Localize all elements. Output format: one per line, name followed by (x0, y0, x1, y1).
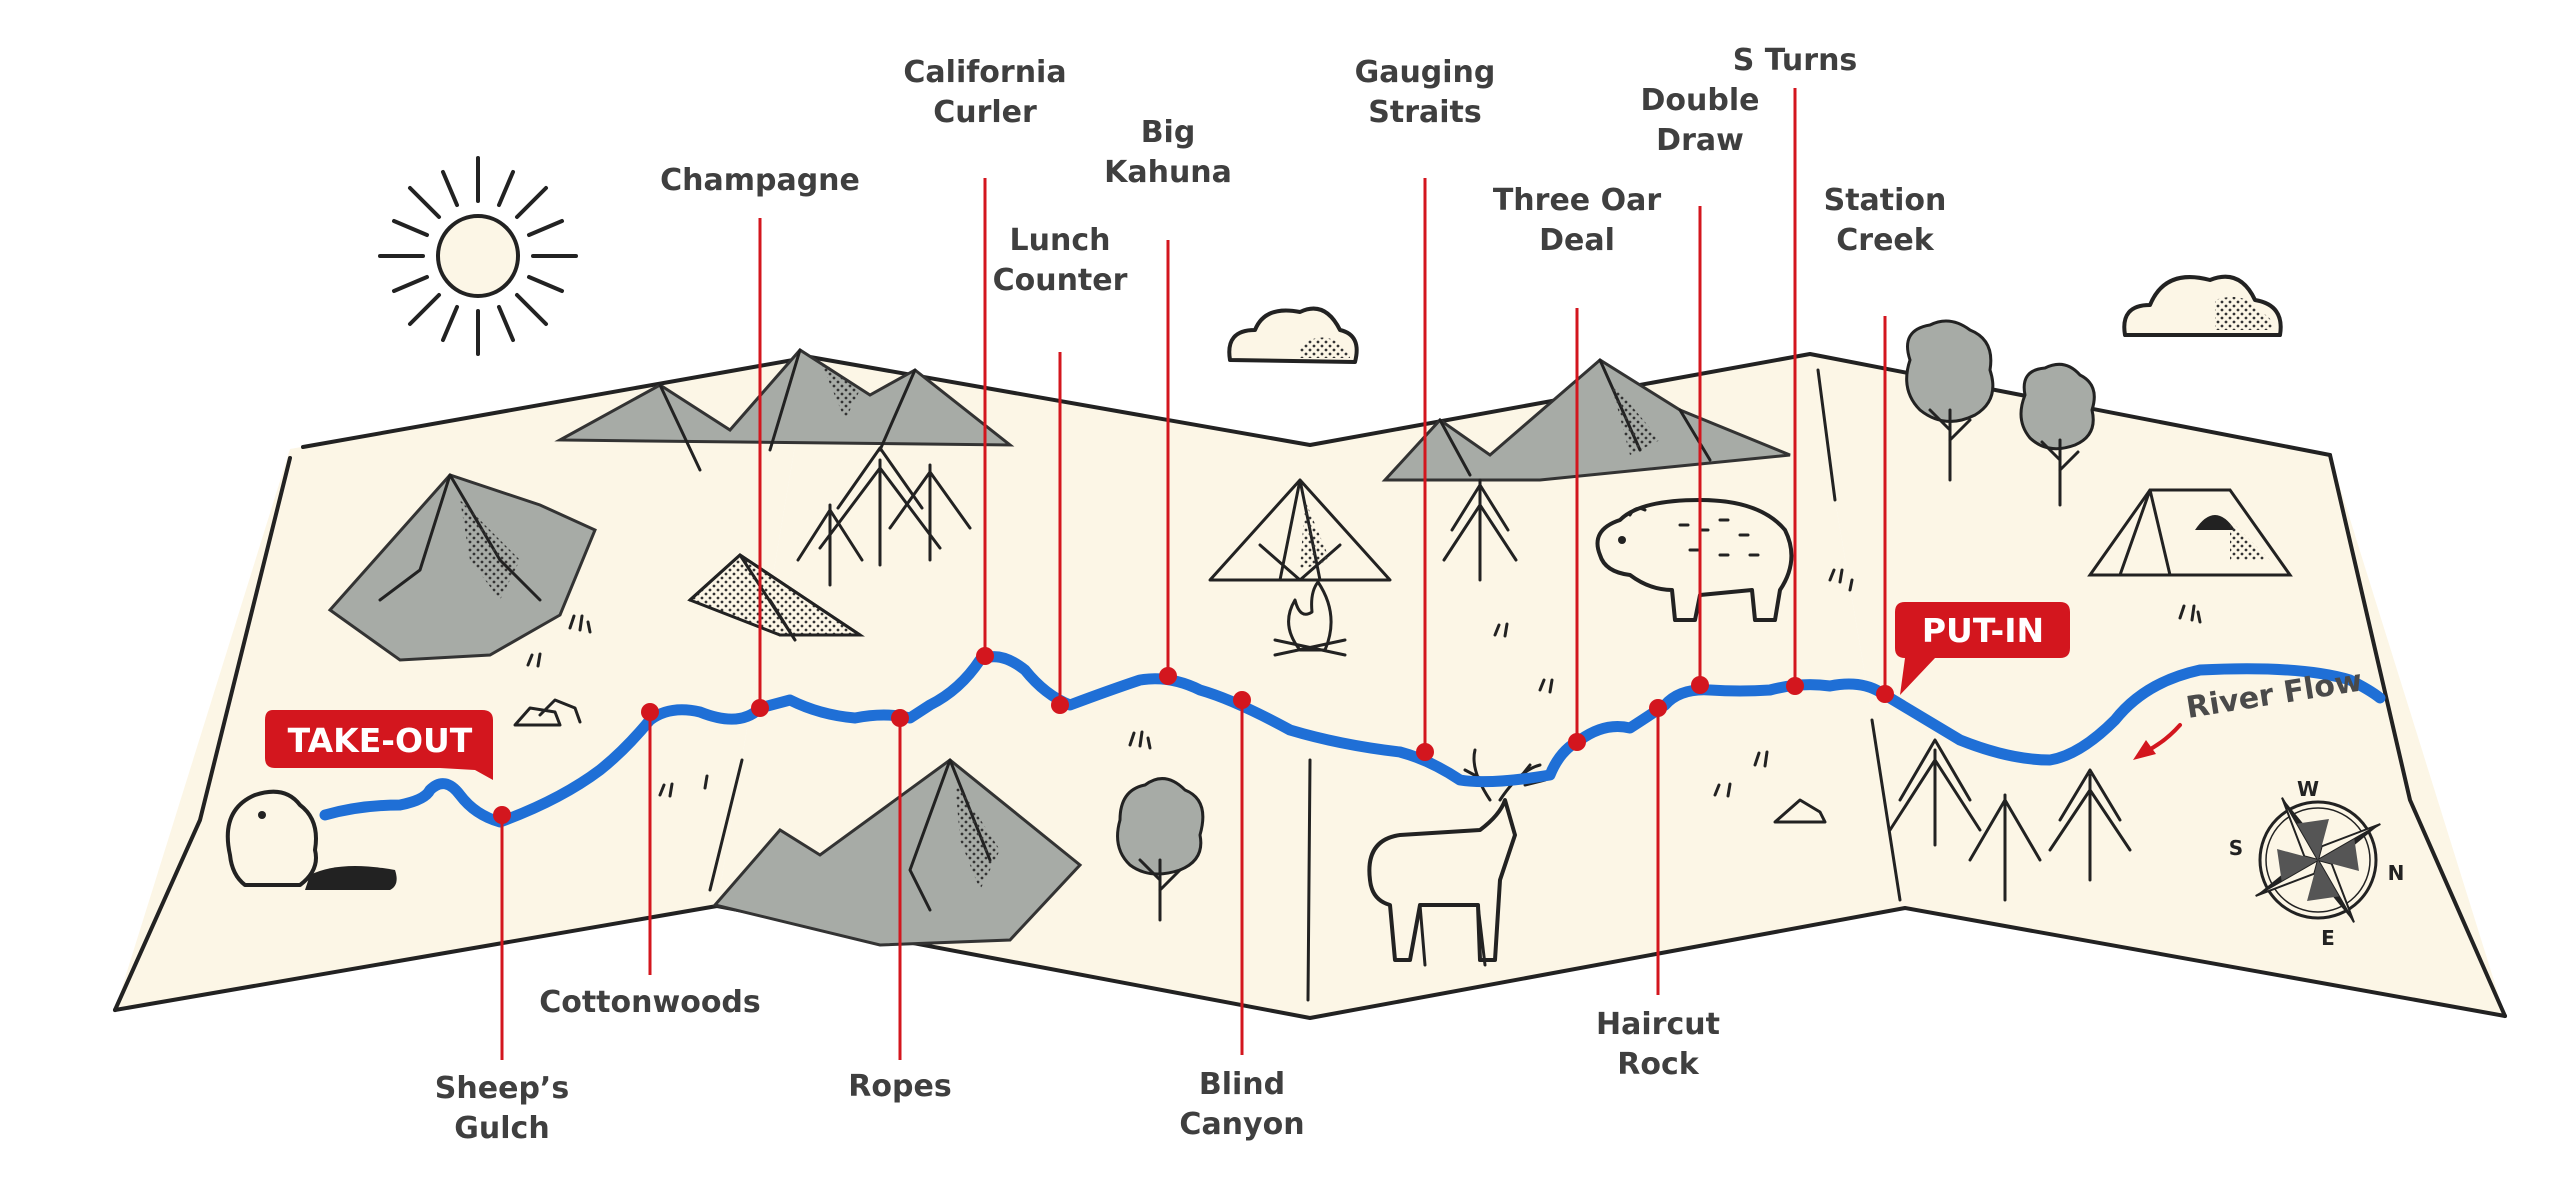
rapid-marker-dot (1233, 691, 1251, 709)
pine-tree-group-icon (1888, 738, 2132, 902)
rapid-label-line: Ropes (848, 1069, 951, 1104)
rapid-leader-lines (493, 88, 1894, 1060)
rapid-marker-dot (891, 709, 909, 727)
rapid-label-line: Haircut (1596, 1007, 1720, 1042)
compass-e: E (2321, 926, 2335, 950)
mountain-range-icon (1381, 358, 1791, 482)
rapid-marker-dot (1416, 743, 1434, 761)
rock-icon (1773, 798, 1827, 824)
rapid-label-line: Deal (1539, 223, 1615, 258)
rapid-label-line: Three Oar (1493, 183, 1662, 218)
compass-rose-icon: W N E S (2229, 777, 2405, 950)
rapid-label-line: Kahuna (1104, 155, 1232, 190)
take-out-label: TAKE-OUT (288, 721, 473, 760)
rapid-label-line: Cottonwoods (539, 985, 761, 1020)
rapid-label-line: Lunch (1010, 223, 1111, 258)
compass-n: N (2388, 861, 2405, 885)
rapid-label-line: California (903, 55, 1066, 90)
cloud-icon (1227, 306, 1359, 364)
put-in-label: PUT-IN (1922, 611, 2044, 650)
pine-tree-icon (796, 446, 972, 587)
rapid-marker-dot (493, 806, 511, 824)
cloud-icon (2122, 274, 2283, 337)
rapid-marker-dot (641, 703, 659, 721)
rapid-marker-dot (1159, 667, 1177, 685)
compass-w: W (2297, 777, 2319, 801)
tree-icon (2019, 362, 2096, 507)
rapid-marker-dot (1051, 696, 1069, 714)
tent-icon (1208, 478, 1392, 582)
rapid-label: Ropes (848, 1069, 951, 1104)
rapid-label-line: Station (1824, 183, 1947, 218)
rapid-label-line: Draw (1656, 123, 1744, 158)
put-in-marker: PUT-IN (1895, 602, 2070, 695)
rapid-label-line: Counter (993, 263, 1128, 298)
rapid-label-line: Rock (1617, 1047, 1699, 1082)
mountain-icon (327, 473, 597, 662)
sun-icon (378, 156, 578, 356)
arrow-icon (2133, 740, 2156, 760)
rapid-label-line: Creek (1836, 223, 1935, 258)
campfire-icon (1273, 580, 1347, 657)
rapid-label: Cottonwoods (539, 985, 761, 1020)
map-panel-1 (115, 357, 810, 1010)
rapid-label-line: Blind (1199, 1067, 1285, 1102)
tree-icon (1905, 319, 1995, 482)
rapid-label-line: Curler (933, 95, 1037, 130)
pine-tree-icon (1442, 478, 1518, 582)
rapid-label-line: Gulch (454, 1111, 549, 1146)
river-path (319, 651, 2386, 828)
rapid-marker-dot (976, 647, 994, 665)
tent-icon (2087, 488, 2293, 577)
rapid-label-line: S Turns (1733, 43, 1858, 78)
rapid-marker-dot (1691, 676, 1709, 694)
rapid-label-line: Canyon (1179, 1107, 1304, 1142)
rock-icon (513, 698, 582, 727)
rapid-marker-dot (751, 699, 769, 717)
rapid-label-line: Gauging (1355, 55, 1496, 90)
rapid-marker-dot (1786, 677, 1804, 695)
rapid-marker-dot (1649, 699, 1667, 717)
rapid-label: S Turns (1733, 43, 1858, 78)
grass-tufts (526, 568, 2202, 798)
rapid-label-line: Double (1641, 83, 1760, 118)
rapid-label-line: Big (1141, 115, 1196, 150)
rapid-marker-dot (1876, 685, 1894, 703)
take-out-marker: TAKE-OUT (265, 710, 493, 780)
rapid-label: Champagne (660, 163, 860, 198)
mountain-range-icon (712, 758, 1083, 947)
rapid-label-line: Sheep’s (435, 1071, 569, 1106)
bear-icon (1595, 498, 1794, 622)
rapid-label-line: Champagne (660, 163, 860, 198)
rapid-label-line: Straits (1368, 95, 1481, 130)
mountain-range-icon (554, 348, 1015, 472)
compass-s: S (2229, 836, 2243, 860)
tent-icon (687, 553, 865, 642)
tree-icon (1116, 777, 1205, 922)
prairie-dog-icon (225, 789, 397, 890)
rapid-marker-dot (1568, 733, 1586, 751)
